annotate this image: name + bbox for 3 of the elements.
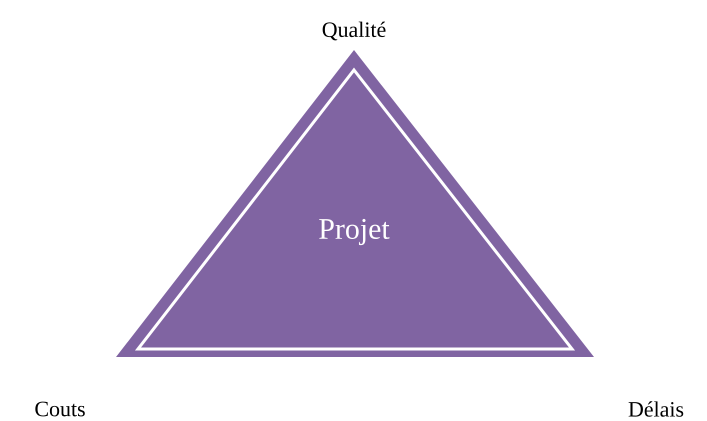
vertex-label: Délais: [628, 401, 684, 417]
triangle: Projet: [116, 50, 594, 357]
vertex-label: Couts: [35, 402, 85, 416]
